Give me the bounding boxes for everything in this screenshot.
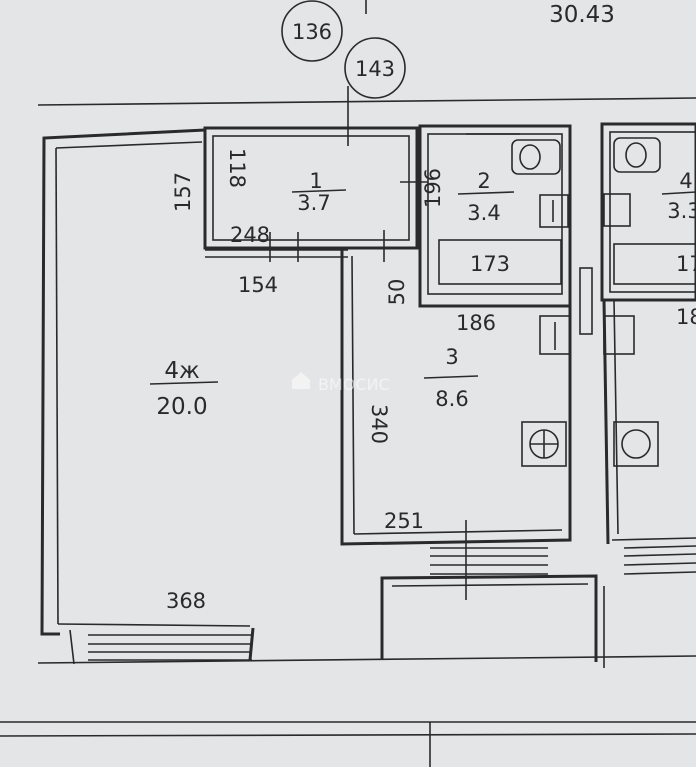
dim-186-b: 186 bbox=[676, 305, 696, 329]
room-1-walls bbox=[203, 126, 419, 258]
bathtub bbox=[438, 239, 562, 285]
dim-157: 157 bbox=[171, 172, 195, 212]
dim-170: 170 bbox=[676, 252, 696, 276]
outer-walls bbox=[0, 97, 696, 767]
toilet-icon bbox=[511, 139, 561, 175]
room-4-partial-area: 3.3 bbox=[667, 199, 696, 223]
dimension-labels: 157 118 248 154 196 50 186 186 173 170 3… bbox=[166, 148, 696, 613]
room-4zh-label: 4ж 20.0 bbox=[149, 358, 219, 420]
room-3-walls bbox=[340, 250, 572, 546]
room-1-number: 1 bbox=[309, 169, 322, 193]
stove-icon bbox=[521, 421, 567, 467]
neighbor-window bbox=[603, 545, 696, 668]
dim-118: 118 bbox=[225, 148, 249, 188]
room-1-area: 3.7 bbox=[297, 191, 330, 215]
watermark: ВМОСИС bbox=[292, 372, 390, 394]
window-kitchen bbox=[430, 520, 548, 600]
room-4-partial-label: 4 3.3 bbox=[661, 169, 696, 223]
neighbor-sink-icon bbox=[603, 193, 635, 355]
dim-251: 251 bbox=[384, 509, 424, 533]
top-dimension: 30.43 bbox=[549, 2, 615, 28]
room-4zh-number: 4ж bbox=[164, 358, 199, 384]
room-3-label: 3 8.6 bbox=[423, 345, 479, 411]
window-left bbox=[69, 629, 252, 665]
axis-mark-143: 143 bbox=[344, 37, 406, 99]
room-3-number: 3 bbox=[445, 345, 458, 369]
sink-icon bbox=[539, 194, 569, 228]
partition-block bbox=[579, 267, 593, 335]
dim-154: 154 bbox=[238, 273, 278, 297]
axis-mark-136: 136 bbox=[281, 0, 343, 62]
axis-mark-143-label: 143 bbox=[355, 57, 395, 81]
axis-mark-136-label: 136 bbox=[292, 20, 332, 44]
neighbor-toilet-icon bbox=[613, 137, 661, 173]
dim-196: 196 bbox=[421, 168, 445, 208]
dim-50: 50 bbox=[385, 279, 409, 306]
dim-248: 248 bbox=[230, 223, 270, 247]
room-3-area: 8.6 bbox=[435, 387, 468, 411]
room-2-label: 2 3.4 bbox=[457, 169, 515, 225]
house-icon bbox=[292, 372, 310, 389]
room-2-number: 2 bbox=[477, 169, 490, 193]
room-4-partial-number: 4 bbox=[679, 169, 692, 193]
dim-186-a: 186 bbox=[456, 311, 496, 335]
room-4zh-walls bbox=[40, 128, 255, 661]
loggia bbox=[380, 574, 598, 662]
dim-340: 340 bbox=[367, 404, 391, 444]
dim-368: 368 bbox=[166, 589, 206, 613]
neighbor-stove-icon bbox=[613, 421, 659, 467]
room-2-walls bbox=[418, 124, 572, 308]
dim-173: 173 bbox=[470, 252, 510, 276]
room-1-label: 1 3.7 bbox=[291, 169, 347, 215]
room-2-area: 3.4 bbox=[467, 201, 500, 225]
door-marks bbox=[269, 181, 428, 262]
kitchen-sink-icon bbox=[539, 315, 571, 355]
watermark-text: ВМОСИС bbox=[318, 375, 390, 394]
room-4zh-area: 20.0 bbox=[156, 394, 207, 420]
